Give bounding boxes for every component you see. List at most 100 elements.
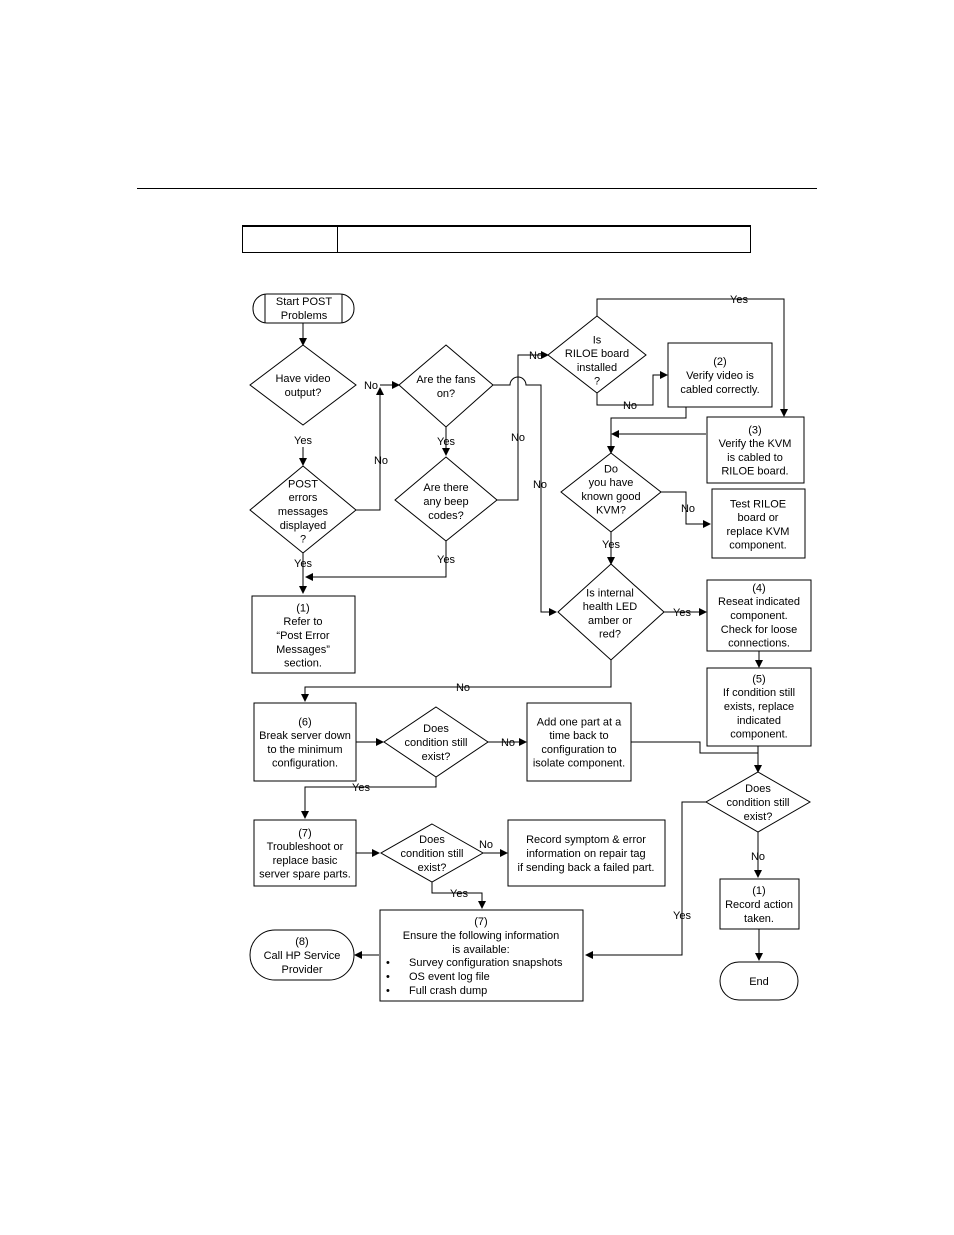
edge-label-yes: Yes [437, 554, 455, 566]
cond-q2-text-line: condition still [727, 797, 790, 809]
add-part-text-line: Add one part at a [537, 716, 622, 728]
header-table-cell [243, 227, 338, 252]
fans-q-text-line: on? [437, 388, 455, 400]
record-symptom-text-line: Record symptom & error [526, 834, 646, 846]
edge-label-yes: Yes [352, 782, 370, 794]
cond-q1-text-line: exist? [422, 751, 451, 763]
replace-ind-text-line: (5) [752, 673, 765, 685]
post-q-text-line: errors [289, 492, 318, 504]
kvm-q-text-line: KVM? [596, 505, 626, 517]
bullet-icon: • [386, 985, 390, 997]
kvm-q-text-line: known good [581, 491, 640, 503]
riloe-q-text-line: ? [594, 376, 600, 388]
ensure-information-list: • Survey configuration snapshots • OS event… [386, 957, 563, 997]
edge-label-yes: Yes [450, 888, 468, 900]
verify-kvm-text-line: Verify the KVM [719, 438, 792, 450]
edge-label-yes: Yes [437, 436, 455, 448]
video-q-text-line: Have video [275, 373, 330, 385]
edge-label-no: No [364, 380, 378, 392]
troubleshoot-text-line: Troubleshoot or [267, 841, 344, 853]
ensure-info-text-line: Ensure the following information [403, 930, 560, 942]
verify-video-text-line: (2) [713, 356, 726, 368]
test-riloe-text-line: board or [738, 512, 779, 524]
edge-label-no: No [479, 839, 493, 851]
verify-kvm-text-line: (3) [748, 424, 761, 436]
ensure-info-text-line: (7) [474, 916, 487, 928]
post-q-text-line: messages [278, 506, 329, 518]
edge-label-no: No [533, 479, 547, 491]
edge-label-yes: Yes [602, 539, 620, 551]
edge-label-yes: Yes [294, 558, 312, 570]
record-symptom-text-line: if sending back a failed part. [518, 862, 655, 874]
edge-label-no: No [501, 737, 515, 749]
test-riloe-text-line: Test RILOE [730, 498, 786, 510]
cond-q1-text-line: Does [423, 723, 449, 735]
call-hp-text-line: Call HP Service [264, 950, 341, 962]
edge-label-no: No [374, 455, 388, 467]
refer-post-text-line: Refer to [283, 616, 322, 628]
record-action-text-line: Record action [725, 899, 793, 911]
end-terminator: End [719, 961, 799, 1001]
fans-q-text-line: Are the fans [416, 374, 476, 386]
record-symptom-box: Record symptom & error information on rep… [507, 819, 666, 887]
cond-q2-text-line: Does [745, 783, 771, 795]
cond-q3-text-line: exist? [418, 862, 447, 874]
call-hp-text-line: Provider [282, 964, 323, 976]
ensure-information-item: OS event log file [409, 971, 490, 983]
health-q-text-line: Is internal [586, 587, 634, 599]
header-table [242, 225, 751, 253]
bullet-icon: • [386, 971, 390, 983]
kvm-q-text-line: you have [589, 477, 634, 489]
call-hp-text-line: (8) [295, 936, 308, 948]
ensure-information-item: Survey configuration snapshots [409, 957, 563, 969]
refer-post-text-line: Messages” [276, 644, 330, 656]
edge-labels: Yes No No Yes No No No Yes No No Yes Yes… [294, 294, 765, 922]
break-down-text-line: configuration. [272, 758, 338, 770]
end-text-line: End [749, 976, 769, 988]
refer-post-text-line: (1) [296, 602, 309, 614]
refer-post-text-line: section. [284, 658, 322, 670]
riloe-q-text-line: Is [593, 334, 602, 346]
record-symptom-text-line: information on repair tag [526, 848, 645, 860]
health-q-text-line: health LED [583, 601, 637, 613]
reseat-text-line: Reseat indicated [718, 596, 800, 608]
break-down-text-line: to the minimum [267, 744, 342, 756]
edge-label-no: No [623, 400, 637, 412]
edge-label-no: No [529, 350, 543, 362]
riloe-q-text-line: RILOE board [565, 348, 629, 360]
edge-label-yes: Yes [294, 435, 312, 447]
beep-q-text-line: any beep [423, 496, 468, 508]
edge-label-yes: Yes [673, 607, 691, 619]
replace-ind-text-line: indicated [737, 715, 781, 727]
condition-exists-decision-2: Does condition still exist? [704, 771, 812, 833]
ensure-information-item: Full crash dump [409, 985, 487, 997]
verify-video-text-line: cabled correctly. [680, 384, 759, 396]
fans-decision: Are the fans on? [398, 344, 494, 428]
reseat-text-line: component. [730, 610, 787, 622]
edge-label-yes: Yes [730, 294, 748, 306]
ensure-info-text-line: is available: [452, 944, 509, 956]
verify-video-text-line: Verify video is [686, 370, 754, 382]
cond-q2-text-line: exist? [744, 811, 773, 823]
edge-label-no: No [751, 851, 765, 863]
cond-q3-text-line: Does [419, 834, 445, 846]
test-riloe-text-line: replace KVM [727, 526, 790, 538]
bullet-icon: • [386, 957, 390, 969]
reseat-text-line: connections. [728, 638, 790, 650]
post-q-text-line: ? [300, 534, 306, 546]
cond-q1-text-line: condition still [405, 737, 468, 749]
troubleshoot-text-line: (7) [298, 827, 311, 839]
break-down-text-line: (6) [298, 716, 311, 728]
troubleshoot-text-line: server spare parts. [259, 869, 351, 881]
replace-ind-text-line: component. [730, 729, 787, 741]
header-rule [137, 188, 817, 189]
